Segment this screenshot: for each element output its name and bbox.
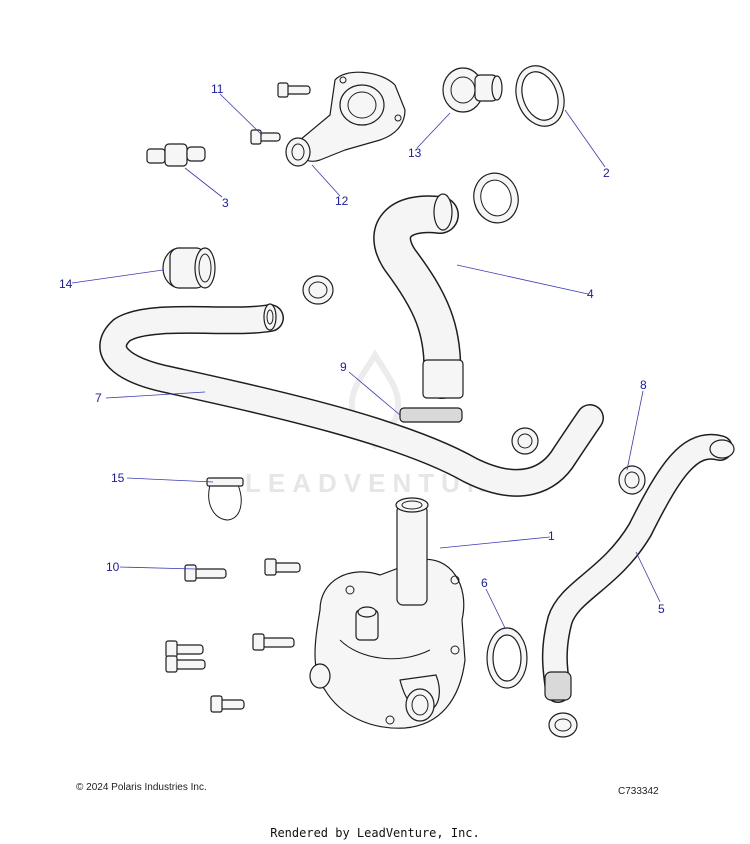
callout-7: 7 xyxy=(95,391,102,405)
callout-9: 9 xyxy=(340,360,347,374)
part-11-bolts[interactable] xyxy=(250,82,311,145)
callout-5: 5 xyxy=(658,602,665,616)
callout-3: 3 xyxy=(222,196,229,210)
callout-8: 8 xyxy=(640,378,647,392)
callout-2: 2 xyxy=(603,166,610,180)
part-5-lower-hose[interactable] xyxy=(541,433,735,703)
diagram-code: C733342 xyxy=(618,786,659,797)
hose-clamps[interactable] xyxy=(302,168,646,738)
part-13-thermostat[interactable] xyxy=(442,67,503,113)
part-1-water-pump[interactable] xyxy=(309,497,466,729)
leader-lines xyxy=(71,93,661,629)
part-14-hose-clamp[interactable] xyxy=(162,247,216,289)
copyright-notice: © 2024 Polaris Industries Inc. xyxy=(76,782,207,793)
callout-1: 1 xyxy=(548,529,555,543)
part-6-o-ring[interactable] xyxy=(486,627,528,689)
part-10-bolts[interactable] xyxy=(165,558,301,713)
part-3-temperature-sensor[interactable] xyxy=(146,143,206,167)
part-12-thermostat-housing[interactable] xyxy=(285,71,406,167)
part-4-upper-hose[interactable] xyxy=(373,193,464,399)
callout-12: 12 xyxy=(335,194,349,208)
part-15-cable-tie[interactable] xyxy=(206,477,244,521)
callout-15: 15 xyxy=(111,471,125,485)
callout-13: 13 xyxy=(408,146,422,160)
callout-4: 4 xyxy=(587,287,594,301)
render-credit: Rendered by LeadVenture, Inc. xyxy=(270,826,480,840)
callout-14: 14 xyxy=(59,277,73,291)
callout-11: 11 xyxy=(211,82,224,96)
part-9-clamp[interactable] xyxy=(399,407,463,423)
callout-10: 10 xyxy=(106,560,120,574)
part-7-coolant-hose[interactable] xyxy=(99,303,604,497)
callout-numbers: 1 2 3 4 5 6 7 8 9 10 11 12 13 14 15 xyxy=(59,82,665,616)
callout-6: 6 xyxy=(481,576,488,590)
part-2-seal-ring[interactable] xyxy=(508,59,572,133)
